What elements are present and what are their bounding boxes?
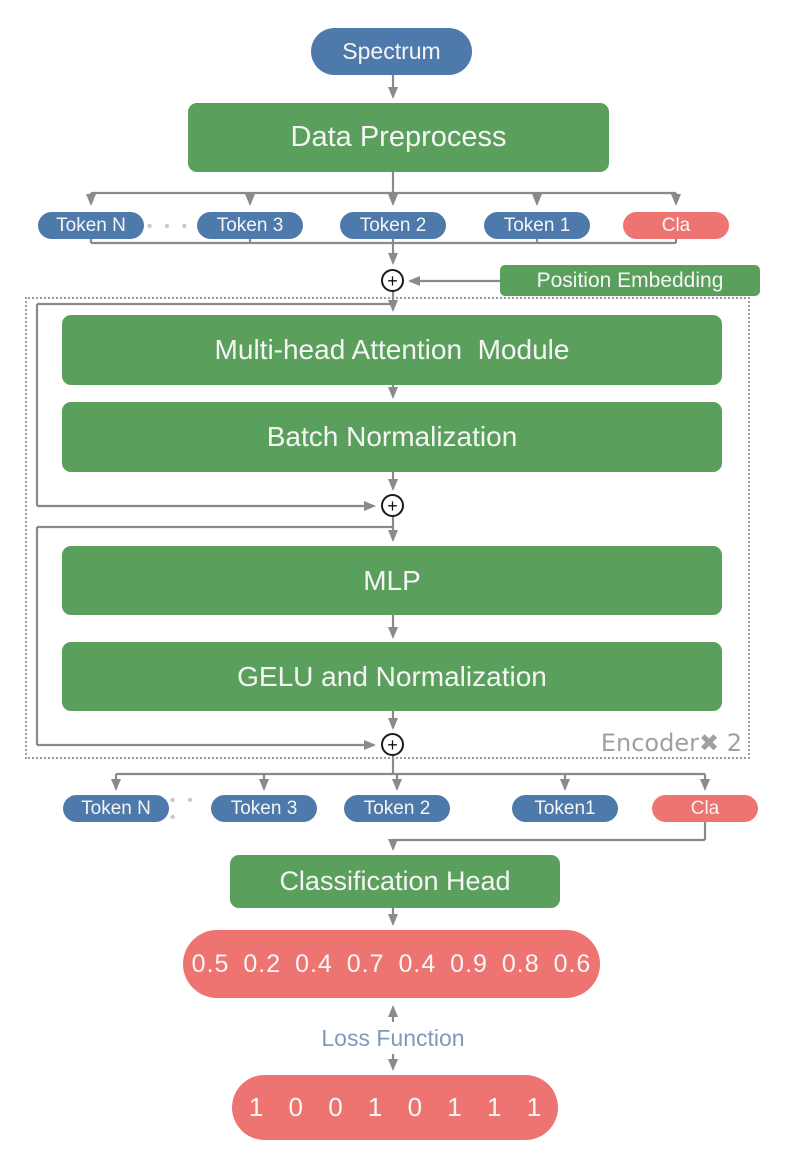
gelu-normalization-box: GELU and Normalization xyxy=(62,642,722,711)
cla-in: Cla xyxy=(623,212,729,239)
token-in-2: Token 2 xyxy=(340,212,446,239)
encoder-frame xyxy=(25,297,750,759)
ellipsis-out: • • • xyxy=(170,792,197,826)
classification-head-box: Classification Head xyxy=(230,855,560,908)
spectrum-label: Spectrum xyxy=(342,38,441,64)
add-icon-attention-residual: + xyxy=(381,494,404,517)
mlp-box: MLP xyxy=(62,546,722,615)
add-icon-embedding: + xyxy=(381,269,404,292)
token-out-n: Token N xyxy=(63,795,169,822)
token-in-3: Token 3 xyxy=(197,212,303,239)
encoder-repeat-label: Encoder✖ 2 xyxy=(600,729,742,757)
ground-truth-pill: 1 0 0 1 0 1 1 1 xyxy=(232,1075,558,1140)
token-out-3: Token 3 xyxy=(211,795,317,822)
token-in-1: Token 1 xyxy=(484,212,590,239)
token-out-1: Token1 xyxy=(512,795,618,822)
batch-normalization-box: Batch Normalization xyxy=(62,402,722,472)
position-embedding-label: Position Embedding xyxy=(536,268,724,292)
loss-function-label: Loss Function xyxy=(321,1025,465,1051)
data-preprocess-label: Data Preprocess xyxy=(290,121,507,153)
ellipsis-in: • • • xyxy=(146,217,192,235)
multi-head-attention-box: Multi-head Attention Module xyxy=(62,315,722,385)
add-icon-mlp-residual: + xyxy=(381,733,404,756)
position-embedding-box: Position Embedding xyxy=(500,265,760,296)
cla-out: Cla xyxy=(652,795,758,822)
spectrum-node: Spectrum xyxy=(311,28,472,75)
probabilities-pill: 0.5 0.2 0.4 0.7 0.4 0.9 0.8 0.6 xyxy=(183,930,600,998)
token-in-n: Token N xyxy=(38,212,144,239)
data-preprocess-box: Data Preprocess xyxy=(188,103,609,172)
token-out-2: Token 2 xyxy=(344,795,450,822)
